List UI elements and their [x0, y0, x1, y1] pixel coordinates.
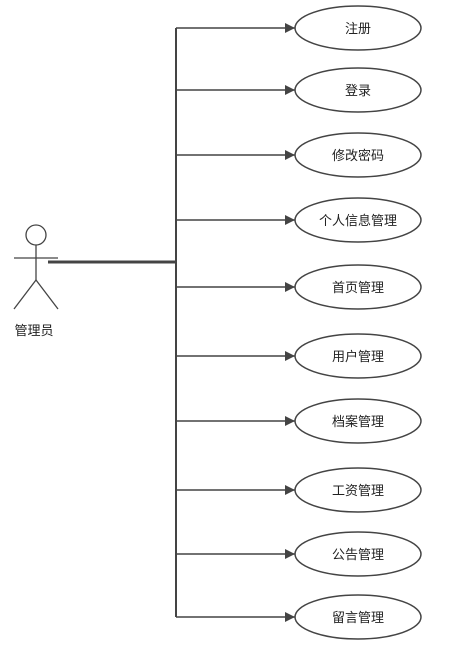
use-case-label: 注册	[345, 22, 371, 37]
use-case-label: 档案管理	[332, 415, 384, 430]
use-case-ellipse	[294, 398, 422, 444]
actor-right-leg	[35, 279, 59, 310]
actor-label: 管理员	[14, 324, 53, 339]
actor-head	[25, 224, 47, 246]
actor-left-leg	[13, 279, 37, 310]
use-case-label: 工资管理	[332, 484, 384, 499]
actor-figure	[13, 224, 59, 310]
use-case-label: 公告管理	[332, 548, 384, 563]
use-case-label: 留言管理	[332, 611, 384, 626]
use-case-ellipse	[294, 531, 422, 577]
use-case-ellipse	[294, 264, 422, 310]
use-case-ellipse	[294, 197, 422, 243]
use-case-ellipse	[294, 132, 422, 178]
use-case-label: 个人信息管理	[319, 213, 397, 229]
use-case-label: 首页管理	[332, 281, 384, 296]
use-case-label: 用户管理	[332, 349, 384, 365]
use-case-ellipse	[294, 333, 422, 379]
use-case-ellipse	[294, 67, 422, 113]
use-case-label: 登录	[345, 84, 371, 99]
use-case-ellipse	[294, 594, 422, 640]
use-case-label: 修改密码	[332, 148, 384, 164]
use-case-ellipse	[294, 5, 422, 51]
use-case-ellipse	[294, 467, 422, 513]
